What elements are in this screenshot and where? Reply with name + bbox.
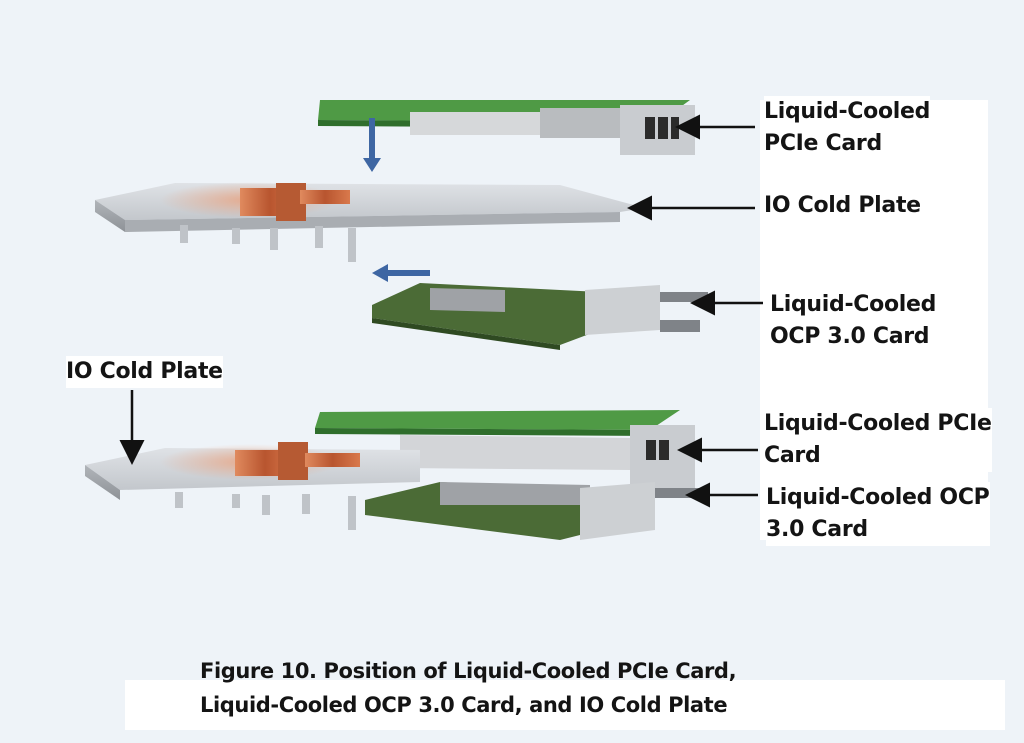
label-bottom-ocp-line1: Liquid-Cooled OCP <box>766 485 990 510</box>
label-top-pcie: Liquid-Cooled PCIe Card <box>764 96 930 160</box>
label-bottom-ocp-line2: 3.0 Card <box>766 517 868 542</box>
label-bottom-pcie-line2: Card <box>764 443 821 468</box>
figure-caption: Figure 10. Position of Liquid-Cooled PCI… <box>200 654 737 722</box>
label-top-ocp-line2: OCP 3.0 Card <box>770 324 930 349</box>
top-io-cold-plate <box>95 182 645 262</box>
caption-background <box>125 680 1005 730</box>
top-ocp-card <box>372 283 708 350</box>
label-top-ocp: Liquid-Cooled OCP 3.0 Card <box>770 289 936 353</box>
label-top-ocp-line1: Liquid-Cooled <box>770 292 937 317</box>
label-bottom-ocp: Liquid-Cooled OCP 3.0 Card <box>766 482 990 546</box>
label-bottom-plate: IO Cold Plate <box>66 356 223 388</box>
move-arrow-left <box>372 264 430 282</box>
caption-line2: Liquid-Cooled OCP 3.0 Card, and IO Cold … <box>200 693 728 717</box>
label-bottom-pcie-line1: Liquid-Cooled PCIe <box>764 411 992 436</box>
bottom-assembly <box>85 410 705 540</box>
top-pcie-card <box>318 100 695 155</box>
label-top-pcie-line2: PCIe Card <box>764 131 882 156</box>
label-top-plate: IO Cold Plate <box>764 190 921 222</box>
move-arrow-down <box>363 118 381 172</box>
caption-line1: Figure 10. Position of Liquid-Cooled PCI… <box>200 659 737 683</box>
label-bottom-pcie: Liquid-Cooled PCIe Card <box>764 408 992 472</box>
label-top-pcie-line1: Liquid-Cooled <box>764 99 931 124</box>
